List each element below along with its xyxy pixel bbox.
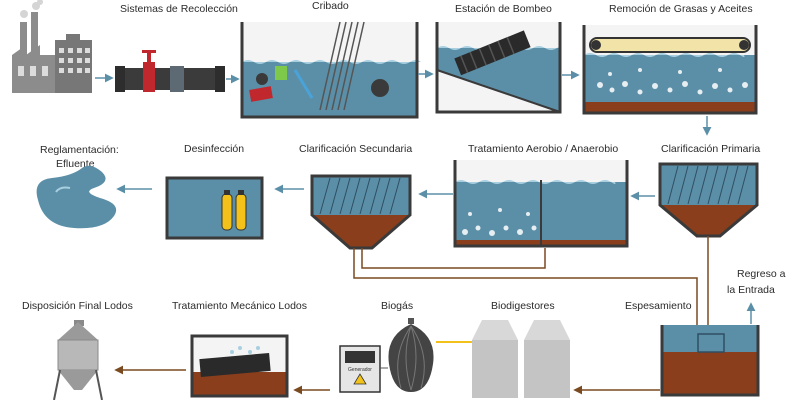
label-biodigestores: Biodigestores [491, 300, 555, 312]
label-clar-primaria: Clarificación Primaria [661, 143, 761, 155]
label-bombeo: Estación de Bombeo [455, 3, 552, 15]
label-espesamiento: Espesamiento [625, 300, 692, 312]
label-grasas: Remoción de Grasas y Aceites [609, 3, 753, 15]
generator-icon [339, 345, 381, 393]
effluent-puddle-icon [36, 165, 117, 229]
factory-icon [12, 0, 92, 93]
generator-label: Generador [348, 367, 372, 373]
label-regreso: Regreso a [737, 268, 786, 280]
biodigesters [472, 320, 570, 398]
label-cribado: Cribado [312, 0, 349, 12]
aerobic-anaerobic-tank [453, 160, 629, 248]
primary-clarifier [658, 162, 759, 238]
grease-removal-tank [582, 25, 758, 115]
secondary-clarifier [310, 174, 412, 250]
label-mecanico: Tratamiento Mecánico Lodos [172, 300, 308, 312]
label-desinfeccion: Desinfección [184, 143, 245, 155]
label-biogas: Biogás [381, 300, 414, 312]
pumping-station [435, 22, 562, 114]
mechanical-sludge-tank [190, 334, 289, 398]
screening-tank [240, 21, 421, 119]
label-reglamentacion: Reglamentación: [40, 144, 119, 156]
disinfection-tank [165, 176, 264, 240]
label-disposicion: Disposición Final Lodos [22, 300, 133, 312]
pipe-icon [115, 50, 225, 92]
thickening-tank [660, 325, 760, 397]
biogas-balloon-icon [388, 318, 434, 392]
silo-icon [53, 320, 103, 400]
sludge-return-lines [353, 236, 709, 335]
label-aerobio: Tratamiento Aerobio / Anaerobio [468, 143, 619, 155]
label-entrada: la Entrada [727, 284, 775, 296]
label-clar-secundaria: Clarificación Secundaria [299, 143, 413, 155]
label-recoleccion: Sistemas de Recolección [120, 3, 238, 15]
